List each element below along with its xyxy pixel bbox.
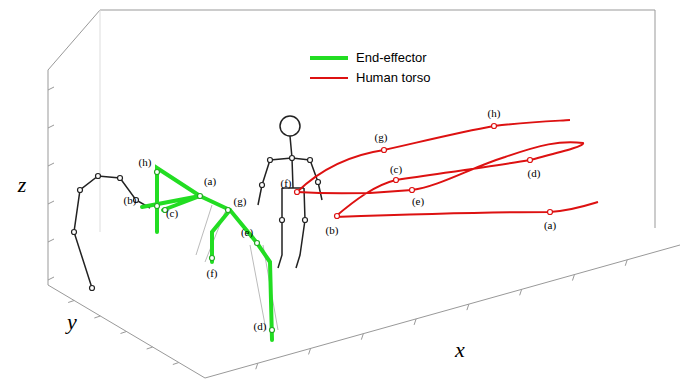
point-label: (b) [124,195,137,206]
point-label: (c) [390,164,402,175]
robot-joints [72,174,139,291]
torso-trajectory [297,120,598,217]
point-label: (f) [207,268,218,279]
point-label: (b) [326,225,339,236]
point-label: (e) [241,227,253,238]
end-effector-trajectory [142,168,272,340]
legend-line [310,56,348,60]
human-joints [260,156,321,223]
axis-ticks [48,87,627,369]
point-label: (d) [254,321,267,332]
robot-arm [74,176,150,288]
legend-samples [310,58,348,78]
legend-line [310,77,348,79]
point-label: (h) [139,157,152,168]
point-label: (a) [544,220,556,231]
torso-points [295,124,553,219]
axis-label: y [67,311,77,333]
point-label: (g) [234,196,247,207]
end-effector-points [155,170,275,333]
point-label: (h) [488,108,501,119]
legend-entry: End-effector [356,51,427,64]
axes-box [48,10,680,378]
point-label: (g) [375,132,388,143]
axis-label: z [18,174,27,196]
point-label: (d) [528,168,541,179]
axis-label: x [455,339,465,361]
legend-entry: Human torso [356,71,430,84]
motion-guide [196,205,278,330]
point-label: (c) [166,208,178,219]
point-label: (a) [204,176,216,187]
point-label: (f) [281,178,292,189]
point-label: (e) [412,196,424,207]
